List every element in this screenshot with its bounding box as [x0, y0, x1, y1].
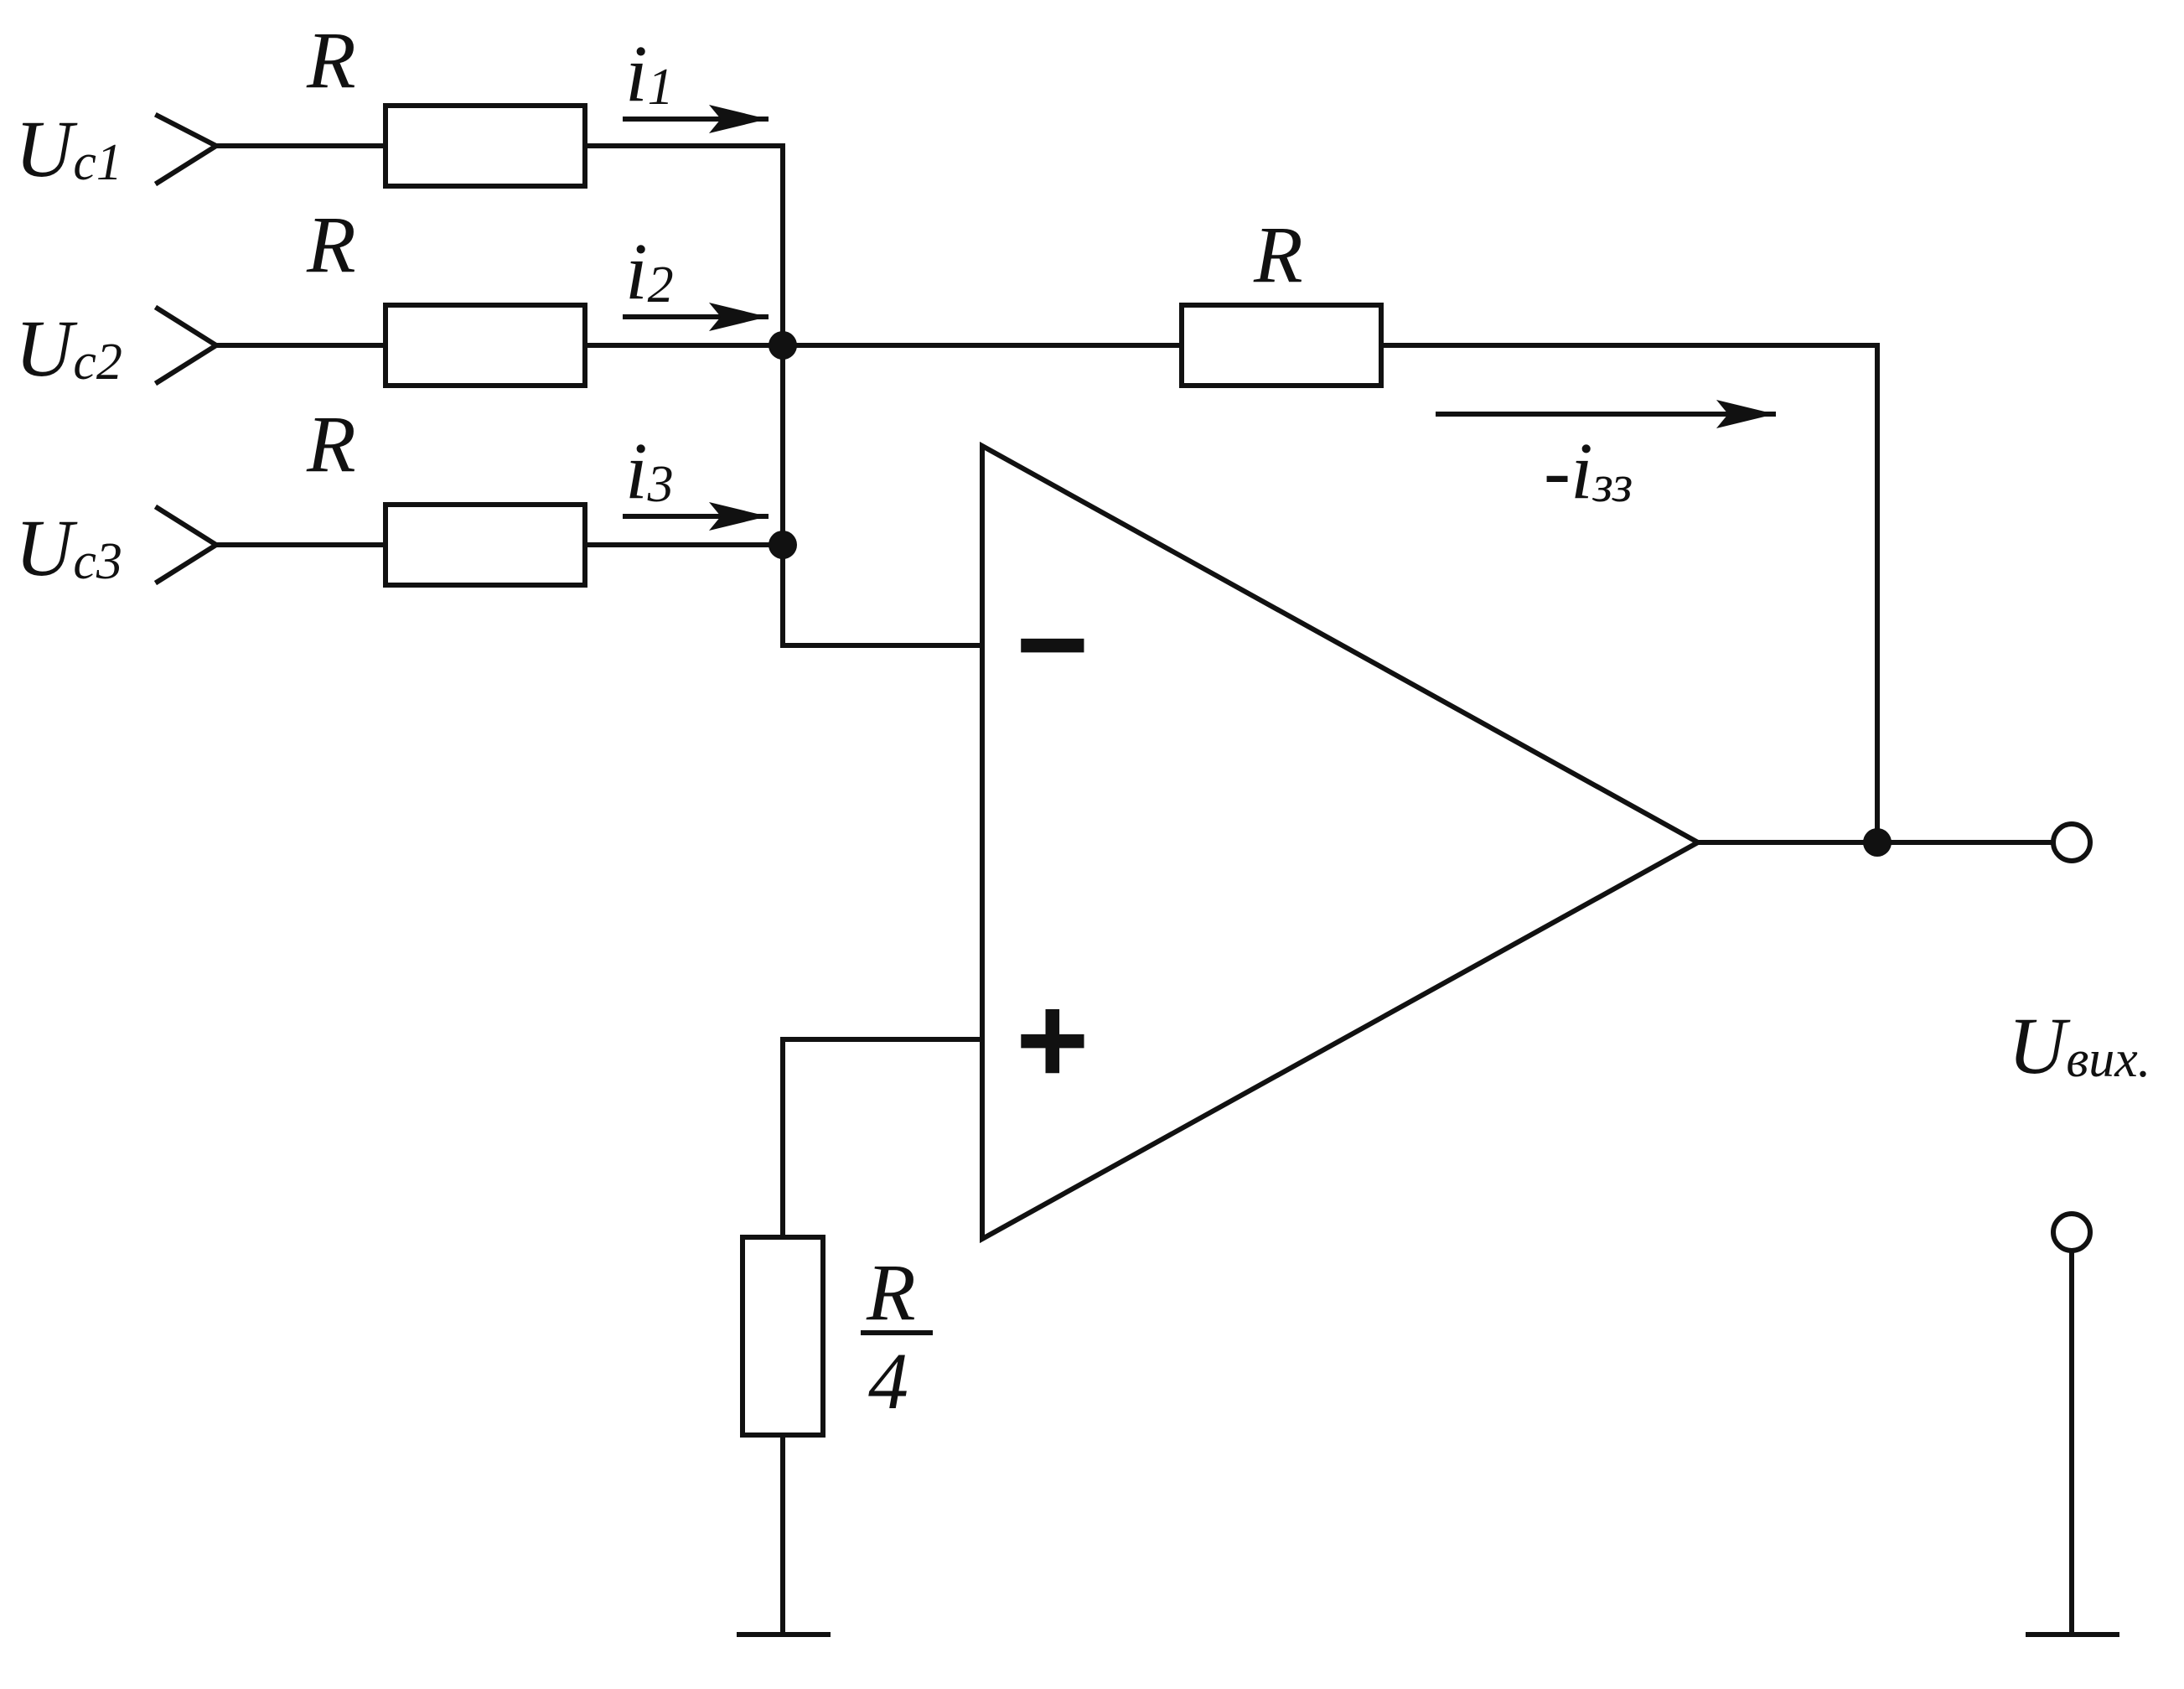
input-terminal-2	[153, 304, 388, 386]
junction-output	[1863, 828, 1892, 857]
reference-terminal	[2051, 1211, 2093, 1253]
resistor-label-ground-denominator: 4	[868, 1336, 908, 1426]
input-label-1: Uc1	[15, 104, 122, 194]
current-label-1: i1	[625, 28, 674, 118]
resistor-feedback	[1179, 303, 1384, 388]
current-label-3: i3	[625, 426, 674, 516]
non-inverting-input-sign: +	[1016, 969, 1089, 1110]
opamp-triangle	[980, 441, 1704, 1244]
resistor-r3	[383, 502, 587, 588]
resistor-r1	[383, 103, 587, 189]
resistor-label-ground-numerator: R	[866, 1247, 916, 1337]
inverting-input-sign: −	[1016, 573, 1089, 714]
resistor-label-r2: R	[306, 199, 356, 289]
current-label-2: i2	[625, 226, 674, 316]
resistor-ground	[740, 1235, 825, 1438]
feedback-current-label: -iзз	[1544, 426, 1633, 516]
input-terminal-1	[153, 111, 388, 187]
resistor-r2	[383, 303, 587, 388]
input-label-3: Uc3	[15, 503, 122, 593]
output-voltage-label: Uвих.	[2008, 1001, 2150, 1091]
output-terminal	[2051, 821, 2093, 863]
input-terminal-3	[153, 504, 388, 586]
resistor-label-r1: R	[306, 15, 356, 105]
input-label-2: Uc2	[15, 303, 122, 393]
junction-node-2	[769, 531, 797, 559]
resistor-label-feedback: R	[1253, 210, 1303, 299]
resistor-label-r3: R	[306, 399, 356, 489]
